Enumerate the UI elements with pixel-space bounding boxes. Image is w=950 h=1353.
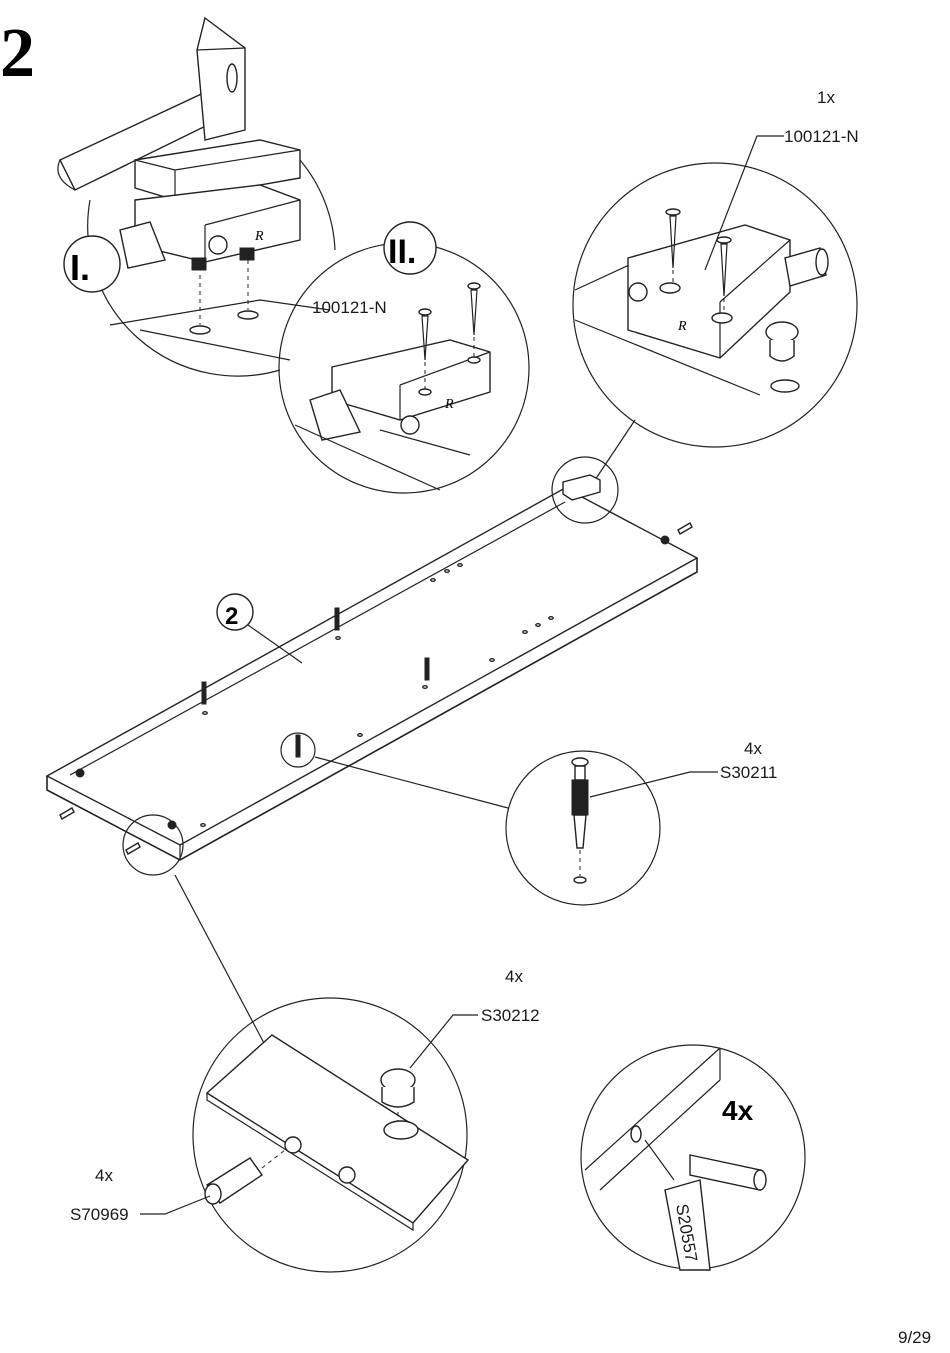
hinge-detail-qty: 1x <box>817 88 835 107</box>
svg-text:R: R <box>444 397 454 412</box>
page-number: 9/29 <box>898 1328 931 1347</box>
cam-bolt-part: S30211 <box>720 763 777 782</box>
dowel-qty: 4x <box>95 1166 113 1185</box>
glue-qty: 4x <box>722 1095 754 1126</box>
substep-label-second: II. <box>388 233 416 271</box>
hinge-detail-part: 100121-N <box>784 127 859 146</box>
cam-bolt-qty: 4x <box>744 739 762 758</box>
detail-circle-glue <box>580 1044 806 1271</box>
hinge-screws-part: 100121-N <box>312 298 387 317</box>
detail-circle-cam-bolt <box>314 750 661 906</box>
detail-circle-screws: R <box>278 242 530 494</box>
svg-text:R: R <box>677 319 687 334</box>
detail-circle-hinge: R <box>572 162 858 448</box>
main-panel <box>45 456 699 876</box>
panel-number: 2 <box>225 603 238 630</box>
detail-circle-cam-dowel <box>174 874 470 1273</box>
detail-circle-hammer: R <box>57 16 336 377</box>
dowel-part: S70969 <box>70 1205 129 1224</box>
step-number: 2 <box>0 15 35 92</box>
substep-label-first: I. <box>70 247 90 288</box>
cam-lock-qty: 4x <box>505 967 523 986</box>
cam-lock-part: S30212 <box>481 1006 540 1025</box>
svg-text:R: R <box>254 229 264 244</box>
